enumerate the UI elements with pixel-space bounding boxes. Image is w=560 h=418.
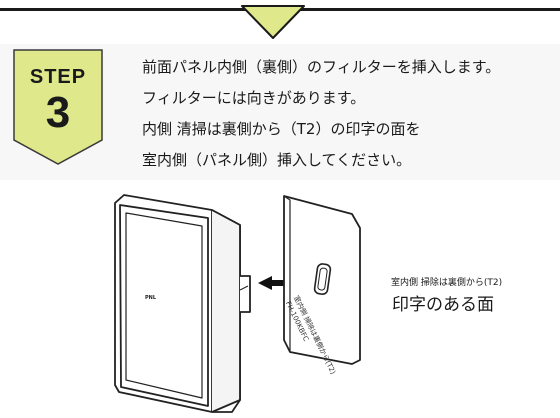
instruction-line: 内側 清掃は裏側から（T2）の印字の面を xyxy=(142,120,421,138)
instruction-line: 前面パネル内側（裏側）のフィルターを挿入します。 xyxy=(142,58,501,76)
callout-printed-side: 印字のある面 xyxy=(392,295,494,315)
instruction-line: フィルターには向きがあります。 xyxy=(142,89,366,107)
filter-sheet xyxy=(283,195,361,365)
panel-logo: PNL xyxy=(145,295,157,301)
step-label: STEP xyxy=(29,66,87,88)
arrow-left-icon xyxy=(258,276,292,290)
installation-illustration xyxy=(114,194,361,413)
step-number: 3 xyxy=(45,88,71,137)
callout-print-sample: 室内側 掃除は裏側から(T2) xyxy=(391,278,503,288)
instruction-line: 室内側（パネル側）挿入してください。 xyxy=(142,151,412,169)
chevron-down-icon xyxy=(241,5,305,39)
step-badge xyxy=(13,49,103,165)
instruction-text: 前面パネル内側（裏側）のフィルターを挿入します。 フィルターには向きがあります。… xyxy=(142,52,552,176)
front-panel xyxy=(114,194,251,413)
